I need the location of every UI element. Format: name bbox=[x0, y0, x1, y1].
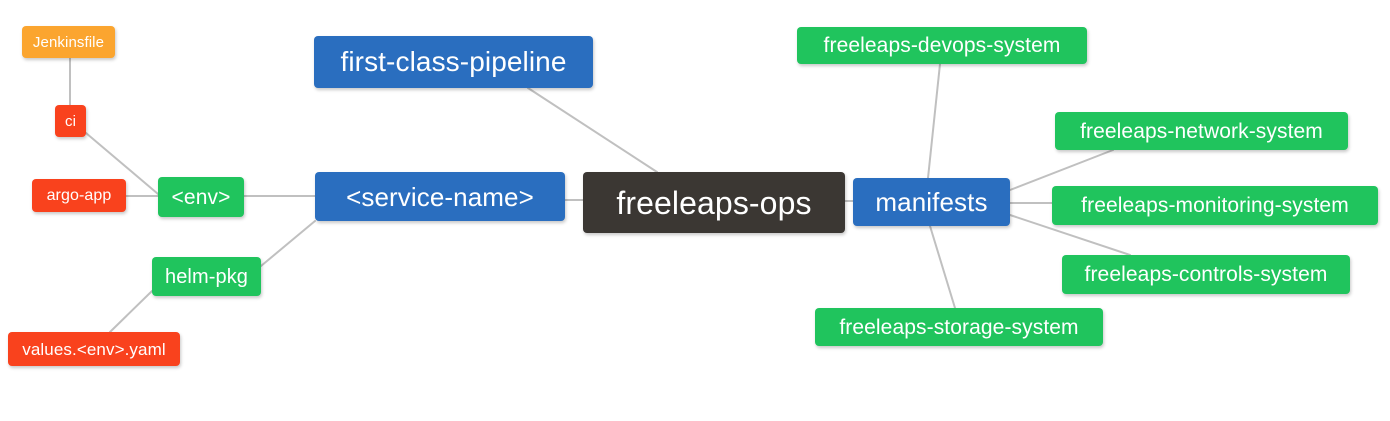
edge-helmpkg-values bbox=[109, 290, 153, 333]
edge-pipeline-ops bbox=[527, 87, 658, 173]
node-label-env: <env> bbox=[171, 185, 231, 209]
node-helm-pkg[interactable]: helm-pkg bbox=[152, 257, 261, 296]
node-label-argo-app: argo-app bbox=[46, 186, 112, 204]
node-label-helm-pkg: helm-pkg bbox=[164, 265, 249, 288]
node-label-freeleaps-monitoring-system: freeleaps-monitoring-system bbox=[1081, 194, 1349, 217]
node-label-values-env-yaml: values.<env>.yaml bbox=[22, 339, 166, 359]
node-freeleaps-storage-system[interactable]: freeleaps-storage-system bbox=[815, 308, 1103, 346]
node-label-jenkinsfile: Jenkinsfile bbox=[32, 33, 105, 51]
node-env[interactable]: <env> bbox=[158, 177, 244, 217]
node-service-name[interactable]: <service-name> bbox=[315, 172, 565, 221]
node-argo-app[interactable]: argo-app bbox=[32, 179, 126, 212]
node-freeleaps-network-system[interactable]: freeleaps-network-system bbox=[1055, 112, 1348, 150]
node-label-freeleaps-storage-system: freeleaps-storage-system bbox=[839, 315, 1079, 339]
node-label-freeleaps-devops-system: freeleaps-devops-system bbox=[823, 34, 1061, 57]
node-label-first-class-pipeline: first-class-pipeline bbox=[340, 46, 567, 77]
node-freeleaps-monitoring-system[interactable]: freeleaps-monitoring-system bbox=[1052, 186, 1378, 225]
node-label-ci: ci bbox=[64, 112, 77, 130]
node-first-class-pipeline[interactable]: first-class-pipeline bbox=[314, 36, 593, 88]
node-freeleaps-devops-system[interactable]: freeleaps-devops-system bbox=[797, 27, 1087, 64]
node-label-manifests: manifests bbox=[875, 187, 988, 217]
node-label-freeleaps-ops: freeleaps-ops bbox=[616, 184, 812, 221]
edge-manifests-storage bbox=[929, 225, 956, 309]
node-freeleaps-controls-system[interactable]: freeleaps-controls-system bbox=[1062, 255, 1350, 294]
node-jenkinsfile[interactable]: Jenkinsfile bbox=[22, 26, 115, 58]
edge-servicename-helmpkg bbox=[260, 220, 316, 267]
node-ci[interactable]: ci bbox=[55, 105, 86, 137]
edge-manifests-devops bbox=[927, 63, 941, 179]
node-label-service-name: <service-name> bbox=[346, 181, 534, 212]
node-values-env-yaml[interactable]: values.<env>.yaml bbox=[8, 332, 180, 366]
edge-manifests-network bbox=[1009, 149, 1114, 191]
node-freeleaps-ops[interactable]: freeleaps-ops bbox=[583, 172, 845, 233]
node-label-freeleaps-controls-system: freeleaps-controls-system bbox=[1084, 263, 1328, 286]
node-label-freeleaps-network-system: freeleaps-network-system bbox=[1080, 119, 1323, 143]
node-manifests[interactable]: manifests bbox=[853, 178, 1010, 226]
